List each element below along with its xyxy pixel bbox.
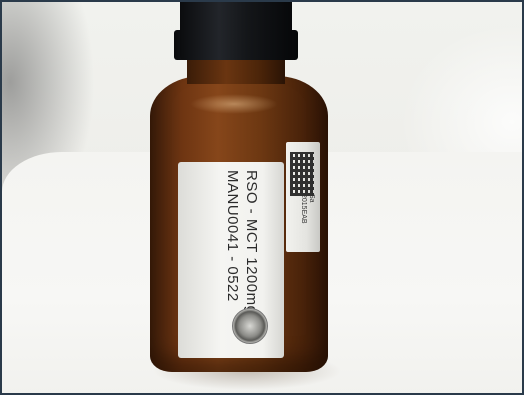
side-label-fragment-2: 2015EAB [300, 194, 307, 224]
bottle-cap [180, 2, 292, 60]
bottle-neck [187, 58, 285, 84]
seal-icon [232, 308, 268, 344]
side-label-fragment-1: Sa [308, 194, 315, 203]
side-label-text: Sa 2015EAB [291, 194, 315, 254]
bottle-highlight [190, 94, 278, 114]
qr-code-icon [290, 152, 314, 196]
